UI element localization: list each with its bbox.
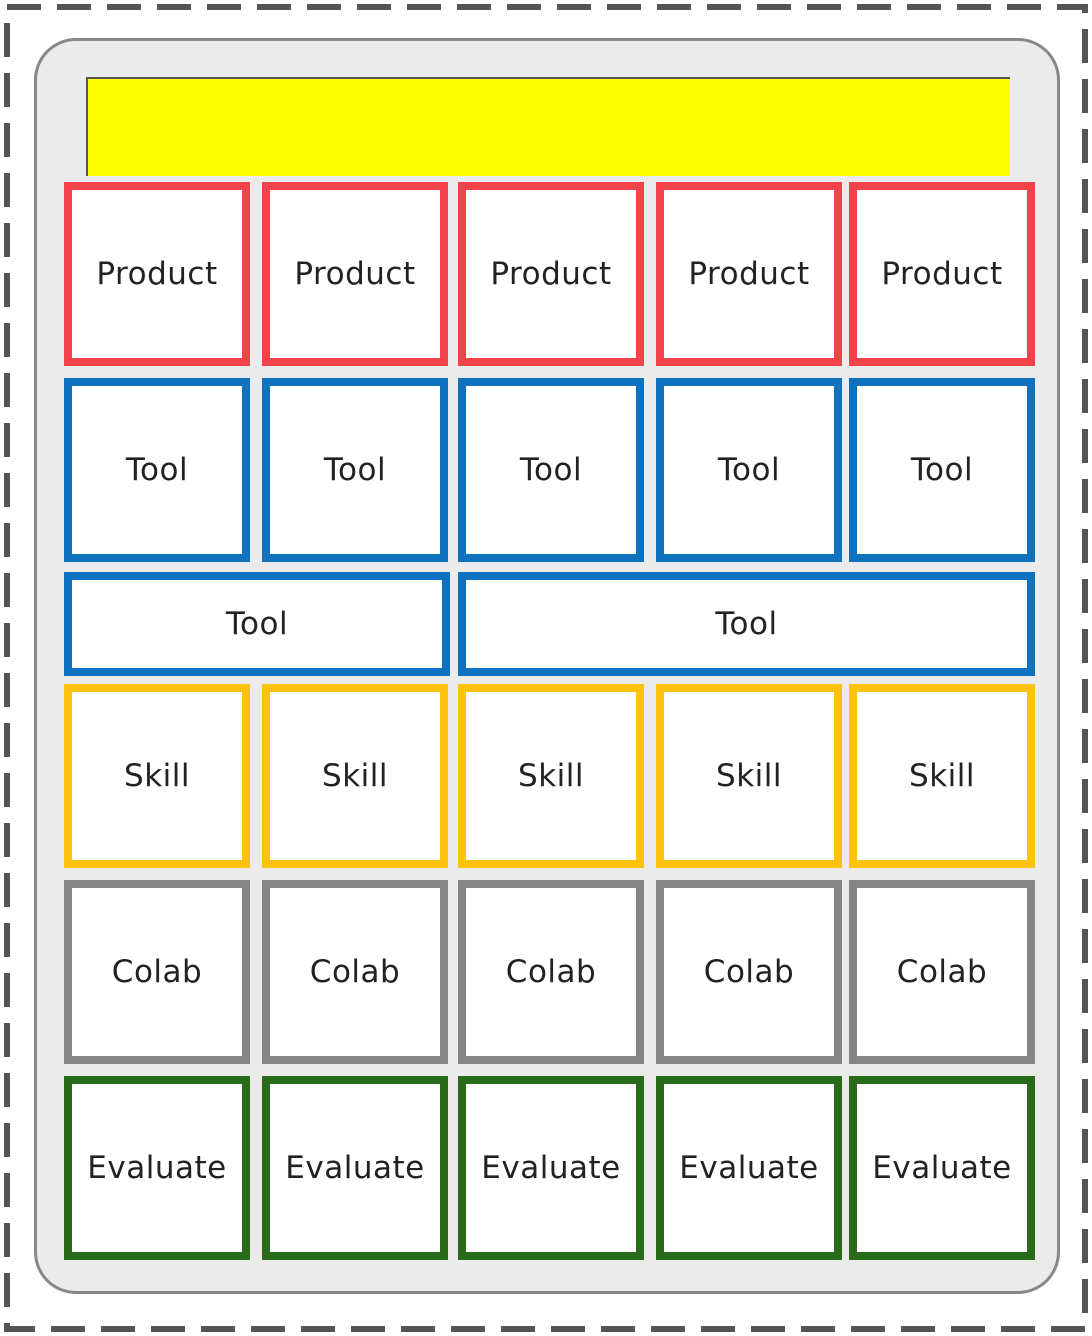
evaluate-box: Evaluate: [262, 1076, 448, 1260]
skill-box: Skill: [458, 684, 644, 868]
colab-box: Colab: [656, 880, 842, 1064]
tool-box: Tool: [849, 378, 1035, 562]
tool-box: Tool: [262, 378, 448, 562]
product-box: Product: [64, 182, 250, 366]
skill-box: Skill: [262, 684, 448, 868]
skill-box: Skill: [656, 684, 842, 868]
evaluate-box: Evaluate: [64, 1076, 250, 1260]
product-box: Product: [458, 182, 644, 366]
evaluate-box: Evaluate: [656, 1076, 842, 1260]
tool-box: Tool: [64, 572, 450, 676]
product-box: Product: [656, 182, 842, 366]
colab-box: Colab: [262, 880, 448, 1064]
header-bar: [86, 77, 1010, 176]
evaluate-box: Evaluate: [849, 1076, 1035, 1260]
evaluate-box: Evaluate: [458, 1076, 644, 1260]
tool-box: Tool: [656, 378, 842, 562]
tool-box: Tool: [64, 378, 250, 562]
tool-box: Tool: [458, 572, 1035, 676]
skill-box: Skill: [64, 684, 250, 868]
colab-box: Colab: [64, 880, 250, 1064]
skill-box: Skill: [849, 684, 1035, 868]
tool-box: Tool: [458, 378, 644, 562]
product-box: Product: [849, 182, 1035, 366]
colab-box: Colab: [458, 880, 644, 1064]
product-box: Product: [262, 182, 448, 366]
colab-box: Colab: [849, 880, 1035, 1064]
